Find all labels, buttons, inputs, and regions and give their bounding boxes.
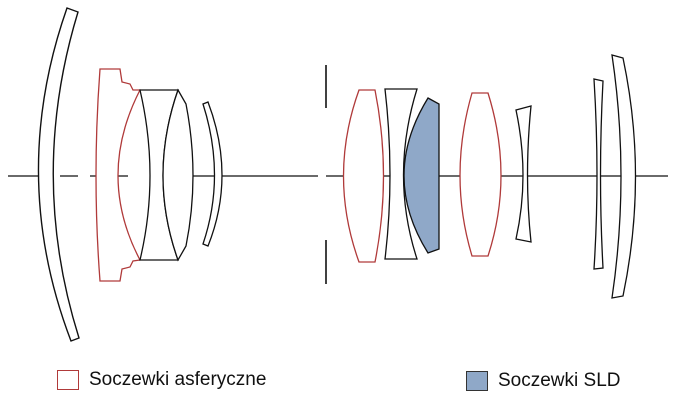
lens-thin-meniscus: [202, 101, 223, 247]
lens-doublet-front: [384, 88, 418, 260]
lens-aspheric-2: [342, 89, 385, 263]
legend-sld-label: Soczewki SLD: [498, 370, 621, 391]
lens-rear-thin: [593, 78, 604, 270]
lens-aspheric-3: [459, 92, 502, 257]
aspheric-swatch: [57, 370, 79, 390]
sld-swatch: [466, 371, 488, 391]
lens-rear-meniscus: [611, 54, 637, 299]
lens-front-meniscus: [37, 7, 80, 342]
lens-cemented-rear: [162, 88, 194, 262]
legend-aspheric-label: Soczewki asferyczne: [89, 369, 267, 390]
legend-sld: Soczewki SLD: [466, 370, 621, 392]
lens-sld: [403, 97, 440, 254]
lens-aspheric-1: [95, 68, 142, 282]
legend-aspheric: Soczewki asferyczne: [57, 369, 266, 391]
lens-negative-meniscus: [515, 105, 532, 243]
